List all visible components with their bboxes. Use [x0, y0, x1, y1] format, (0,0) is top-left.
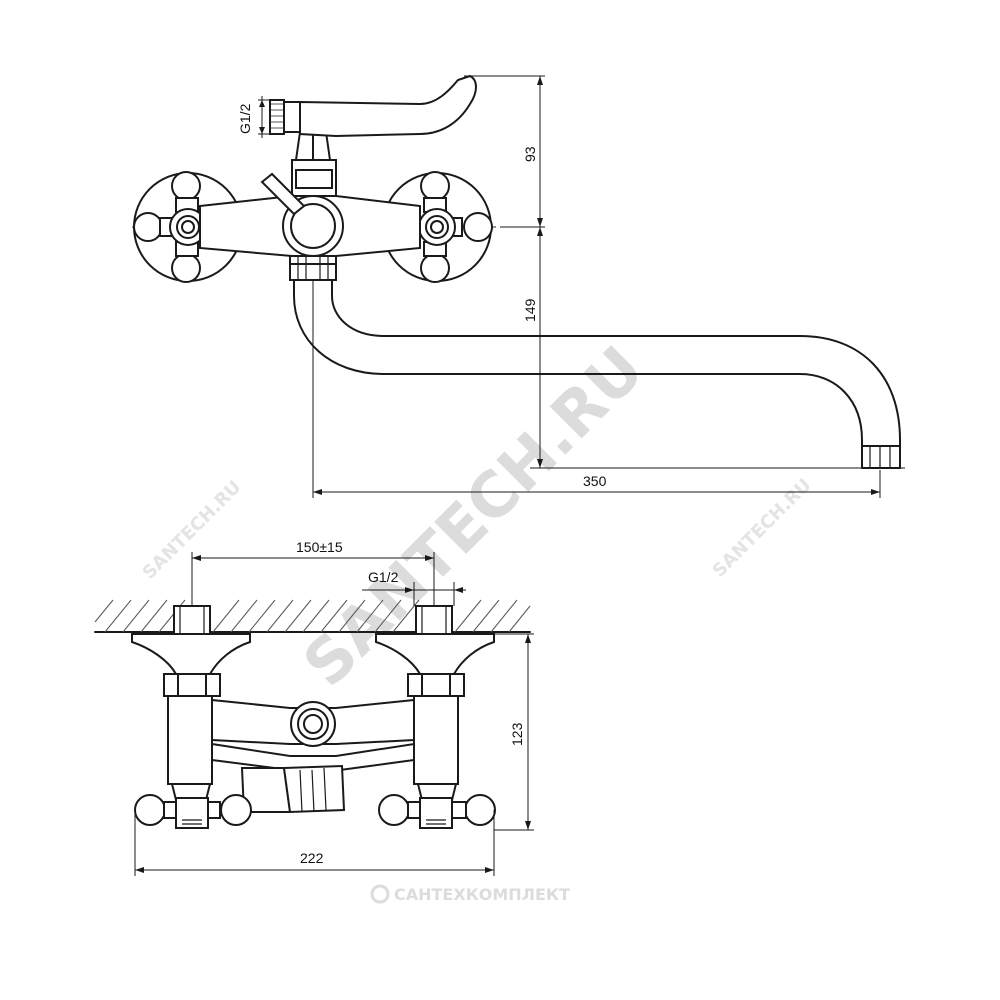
- overall-width-label: 222: [300, 850, 324, 866]
- watermark-brand-text: САНТЕХКОМПЛЕКТ: [394, 885, 570, 904]
- brand-logo-icon: [370, 884, 390, 904]
- front-view: 150±15 G1/2 123 222: [94, 539, 534, 876]
- dim-center-distance: 150±15: [191, 539, 435, 606]
- left-cross-handle: [134, 783, 252, 829]
- watermark-small-right: SANTECH.RU: [709, 475, 816, 582]
- dim-thread-front: G1/2: [362, 569, 466, 606]
- dim-height-front: 123: [494, 633, 534, 831]
- height-front-label: 123: [509, 722, 525, 746]
- watermark-brand: САНТЕХКОМПЛЕКТ: [370, 884, 570, 904]
- left-hex-nut: [163, 673, 221, 697]
- shower-connector: [269, 99, 301, 135]
- wall-hatching: [94, 599, 531, 633]
- top-view: G1/2 93 149 350: [132, 74, 905, 498]
- spout-holder: [211, 742, 415, 771]
- center-distance-label: 150±15: [296, 539, 343, 555]
- right-hex-nut: [407, 673, 465, 697]
- dim-height-lower: 149: [522, 227, 905, 469]
- right-cross-handle: [378, 783, 496, 829]
- height-upper-label: 93: [522, 146, 538, 162]
- dim-thread-top: G1/2: [237, 96, 272, 138]
- spout-pipe: [293, 279, 863, 469]
- right-escutcheon: [375, 633, 495, 675]
- thread-label-front: G1/2: [368, 569, 399, 585]
- height-lower-label: 149: [522, 298, 538, 322]
- dim-height-upper: 93: [464, 75, 545, 228]
- dim-spout-length: 350: [312, 280, 881, 498]
- left-valve-body: [167, 695, 213, 785]
- spout-nut: [289, 255, 337, 281]
- shower-arm: [299, 74, 477, 138]
- left-escutcheon: [131, 633, 251, 675]
- spout-length-label: 350: [583, 473, 607, 489]
- dim-overall-width: 222: [134, 810, 495, 876]
- diverter-lever: [260, 172, 306, 216]
- right-valve-top: [381, 171, 493, 283]
- thread-label-top: G1/2: [237, 103, 253, 134]
- right-valve-body: [413, 695, 459, 785]
